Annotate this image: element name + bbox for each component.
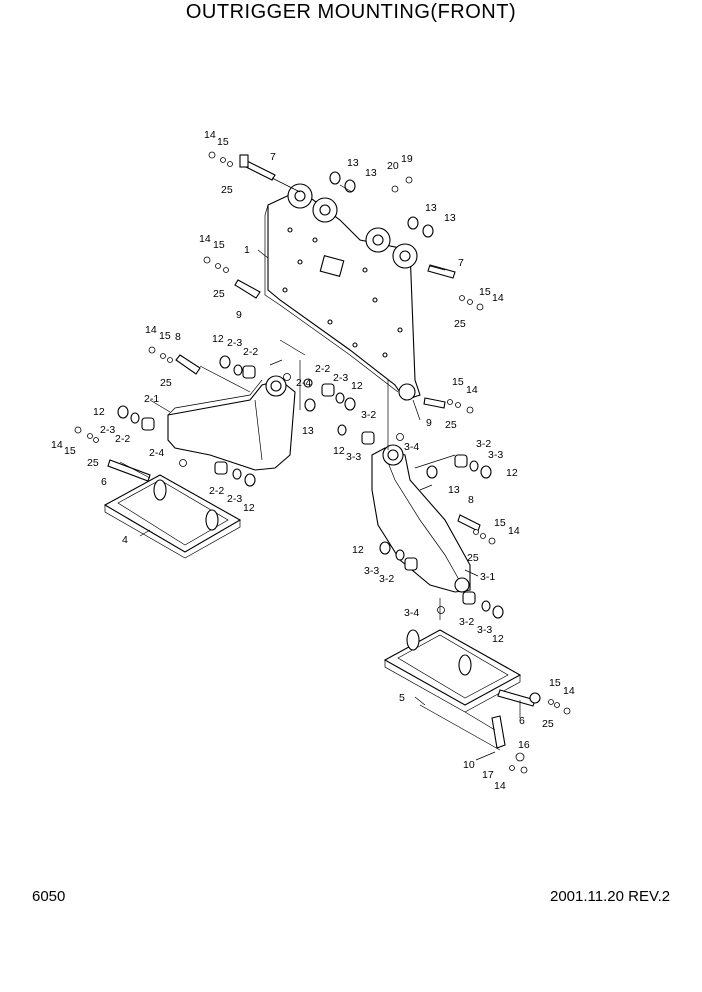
right-outrigger-arm [371, 444, 471, 593]
callout: 25 [87, 457, 99, 469]
diagram-title: OUTRIGGER MOUNTING(FRONT) [185, 1, 517, 23]
callout: 12 [506, 467, 518, 479]
callout: 13 [444, 212, 456, 224]
callout: 12 [212, 333, 224, 345]
callout: 7 [458, 257, 464, 269]
callout: 9 [426, 417, 432, 429]
callout: 15 [479, 286, 491, 298]
callout: 25 [213, 288, 225, 300]
callout: 10 [463, 759, 475, 771]
bushings-and-rings [117, 171, 504, 619]
callout: 13 [347, 157, 359, 169]
callout: 3-3 [346, 451, 361, 463]
callout: 17 [482, 769, 494, 781]
callout: 12 [351, 380, 363, 392]
callout: 25 [542, 718, 554, 730]
callout: 3-2 [379, 573, 394, 585]
callout: 25 [467, 552, 479, 564]
callout: 12 [333, 445, 345, 457]
callout: 14 [508, 525, 520, 537]
left-outrigger-arm [167, 375, 296, 471]
callout: 12 [352, 544, 364, 556]
mounting-plate [264, 183, 421, 401]
callout: 15 [217, 136, 229, 148]
callout: 2-4 [296, 377, 311, 389]
callout: 14 [494, 780, 506, 792]
callout: 3-2 [476, 438, 491, 450]
callout: 3-1 [480, 571, 495, 583]
callout: 14 [204, 129, 216, 141]
callout: 15 [494, 517, 506, 529]
callout: 8 [175, 331, 181, 343]
callout: 15 [64, 445, 76, 457]
callout: 12 [243, 502, 255, 514]
callout: 3-4 [404, 441, 419, 453]
callout: 15 [159, 330, 171, 342]
callout: 8 [468, 494, 474, 506]
callout: 2-2 [115, 433, 130, 445]
callout: 20 [387, 160, 399, 172]
callout: 6 [519, 715, 525, 727]
callout: 25 [454, 318, 466, 330]
callout: 3-3 [477, 624, 492, 636]
callout: 14 [466, 384, 478, 396]
callout: 15 [213, 239, 225, 251]
callout: 25 [221, 184, 233, 196]
callout: 5 [399, 692, 405, 704]
callout: 14 [145, 324, 157, 336]
callout: 25 [160, 377, 172, 389]
callout: 2-3 [227, 493, 242, 505]
callout: 2-3 [333, 372, 348, 384]
bolts-and-washers [74, 151, 571, 774]
callout: 12 [93, 406, 105, 418]
right-outrigger-pad [383, 629, 522, 713]
callout: 2-1 [144, 393, 159, 405]
callout: 16 [518, 739, 530, 751]
callout: 9 [236, 309, 242, 321]
callout: 13 [425, 202, 437, 214]
callout: 2-2 [209, 485, 224, 497]
callout: 6 [101, 476, 107, 488]
pins [107, 154, 541, 707]
callout: 2-3 [227, 337, 242, 349]
callout: 3-2 [459, 616, 474, 628]
callout: 15 [452, 376, 464, 388]
leader-lines [119, 177, 521, 761]
callout: 2-2 [243, 346, 258, 358]
callout: 3-3 [488, 449, 503, 461]
callout: 2-2 [315, 363, 330, 375]
callout: 12 [492, 633, 504, 645]
callout: 19 [401, 153, 413, 165]
left-outrigger-pad [103, 474, 242, 559]
callout: 25 [445, 419, 457, 431]
callout: 2-4 [149, 447, 164, 459]
callout-labels: 14 15 7 25 13 13 20 19 13 13 14 15 1 7 2… [51, 129, 575, 792]
callout: 14 [51, 439, 63, 451]
callout: 2-3 [100, 424, 115, 436]
callout: 1 [244, 244, 250, 256]
callout: 13 [448, 484, 460, 496]
callout: 13 [365, 167, 377, 179]
callout: 3-4 [404, 607, 419, 619]
callout: 7 [270, 151, 276, 163]
revision-date: 2001.11.20 REV.2 [550, 888, 671, 905]
page-number: 6050 [32, 888, 66, 905]
callout: 14 [199, 233, 211, 245]
callout: 15 [549, 677, 561, 689]
callout: 14 [563, 685, 575, 697]
callout: 3-3 [364, 565, 379, 577]
callout: 14 [492, 292, 504, 304]
callout: 3-2 [361, 409, 376, 421]
callout: 13 [302, 425, 314, 437]
callout: 4 [122, 534, 128, 546]
